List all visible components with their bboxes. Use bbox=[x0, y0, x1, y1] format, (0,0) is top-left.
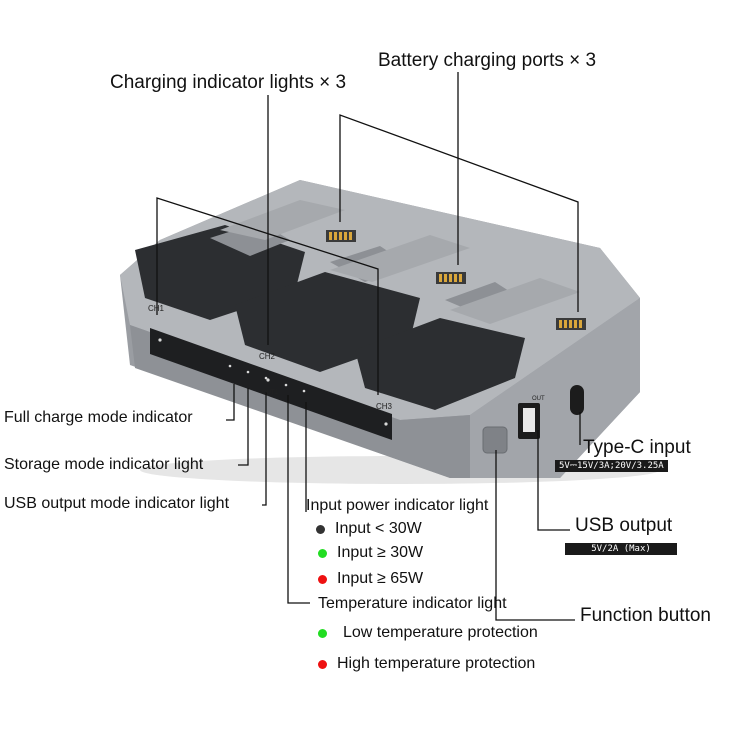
temperature-state-1: Low temperature protection bbox=[318, 625, 538, 641]
temperature-label: Temperature indicator light bbox=[318, 595, 507, 612]
charging-port-2 bbox=[436, 272, 466, 284]
input-power-state-3: Input ≥ 65W bbox=[318, 571, 423, 587]
input-power-label: Input power indicator light bbox=[306, 497, 489, 514]
led-strip bbox=[150, 328, 392, 440]
charging-port-3 bbox=[556, 318, 586, 330]
type-c-port bbox=[570, 385, 584, 415]
type-c-label: Type-C input bbox=[583, 437, 691, 458]
ch3-mark: CH3 bbox=[376, 402, 393, 411]
storage-mode-label: Storage mode indicator light bbox=[4, 456, 204, 473]
input-power-state-1: Input < 30W bbox=[316, 521, 422, 537]
led-out1-mark: OUT1 bbox=[262, 390, 279, 396]
out-port-mark: OUT bbox=[532, 396, 545, 402]
usb-output-spec: 5V/2A (Max) bbox=[565, 543, 677, 555]
dot-icon bbox=[318, 659, 327, 669]
function-button[interactable] bbox=[482, 426, 508, 454]
dot-icon bbox=[318, 574, 327, 584]
dot-icon bbox=[318, 628, 327, 638]
ch2-mark: CH2 bbox=[259, 352, 276, 361]
charging-lights-label: Charging indicator lights × 3 bbox=[110, 72, 347, 93]
charging-ports-label: Battery charging ports × 3 bbox=[378, 50, 597, 71]
dot-icon bbox=[316, 524, 325, 534]
usb-output-mode-label: USB output mode indicator light bbox=[4, 495, 230, 512]
type-c-spec: 5V⎓15V/3A;20V/3.25A bbox=[555, 460, 668, 472]
dot-icon bbox=[318, 548, 327, 558]
usb-output-label: USB output bbox=[575, 515, 673, 536]
full-charge-label: Full charge mode indicator bbox=[4, 409, 193, 426]
temperature-state-2: High temperature protection bbox=[318, 656, 535, 672]
ch1-mark: CH1 bbox=[148, 304, 165, 313]
function-button-label: Function button bbox=[580, 605, 711, 626]
charging-port-1 bbox=[326, 230, 356, 242]
input-power-state-2: Input ≥ 30W bbox=[318, 545, 423, 561]
